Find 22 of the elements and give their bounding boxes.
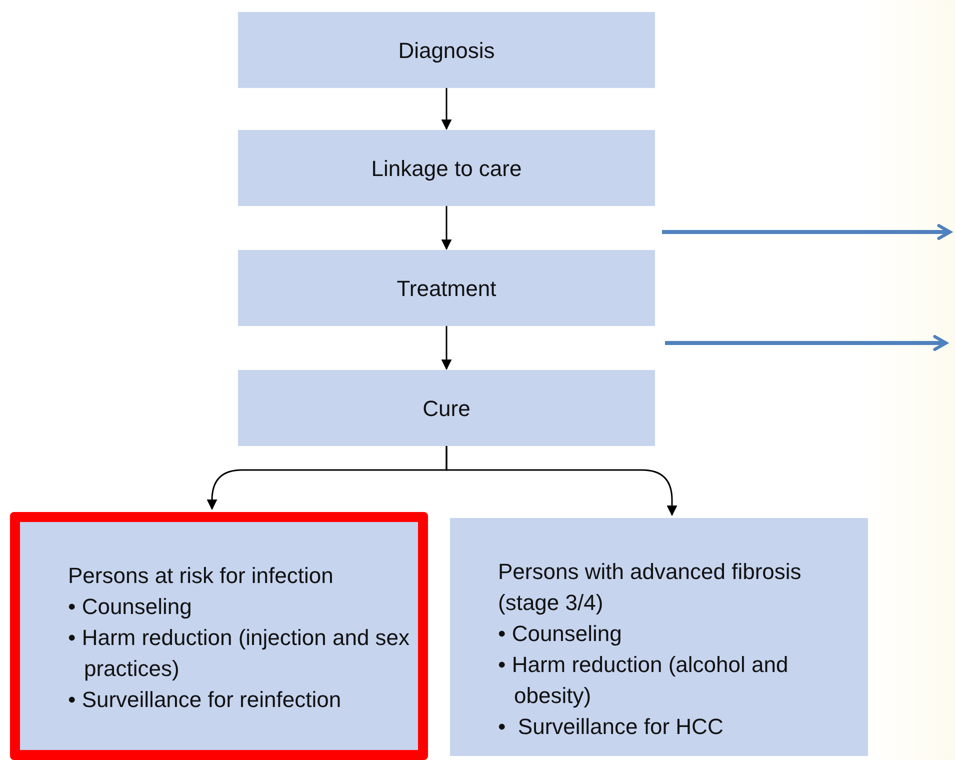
- box-heading: Cure: [422, 394, 470, 422]
- box-heading: Persons with advanced fibrosis (stage 3/4): [498, 558, 802, 617]
- process-box: [238, 250, 655, 326]
- bullet-item: • Counseling: [68, 593, 193, 621]
- process-box: [238, 130, 655, 206]
- process-box: [238, 12, 655, 88]
- box-heading: Diagnosis: [398, 36, 495, 65]
- arrow: [441, 206, 452, 250]
- box-heading: Persons at risk for infection: [68, 562, 334, 590]
- bullet-item: • Counseling: [498, 620, 623, 648]
- arrow: [441, 88, 452, 130]
- arrow: [441, 326, 452, 370]
- info-box: [450, 518, 868, 756]
- bullet-item: • Harm reduction (alcohol and obesity): [498, 651, 790, 710]
- arrow: [446, 446, 678, 516]
- bullet-item: • Harm reduction (injection and sex practices): [68, 624, 411, 683]
- process-box: [238, 370, 655, 446]
- bullet-item: • Surveillance for reinfection: [68, 686, 342, 714]
- box-heading: Treatment: [396, 274, 496, 302]
- box-heading: Linkage to care: [371, 154, 522, 183]
- highlighted-box: [10, 512, 428, 760]
- bullet-item: • Surveillance for HCC: [498, 713, 724, 741]
